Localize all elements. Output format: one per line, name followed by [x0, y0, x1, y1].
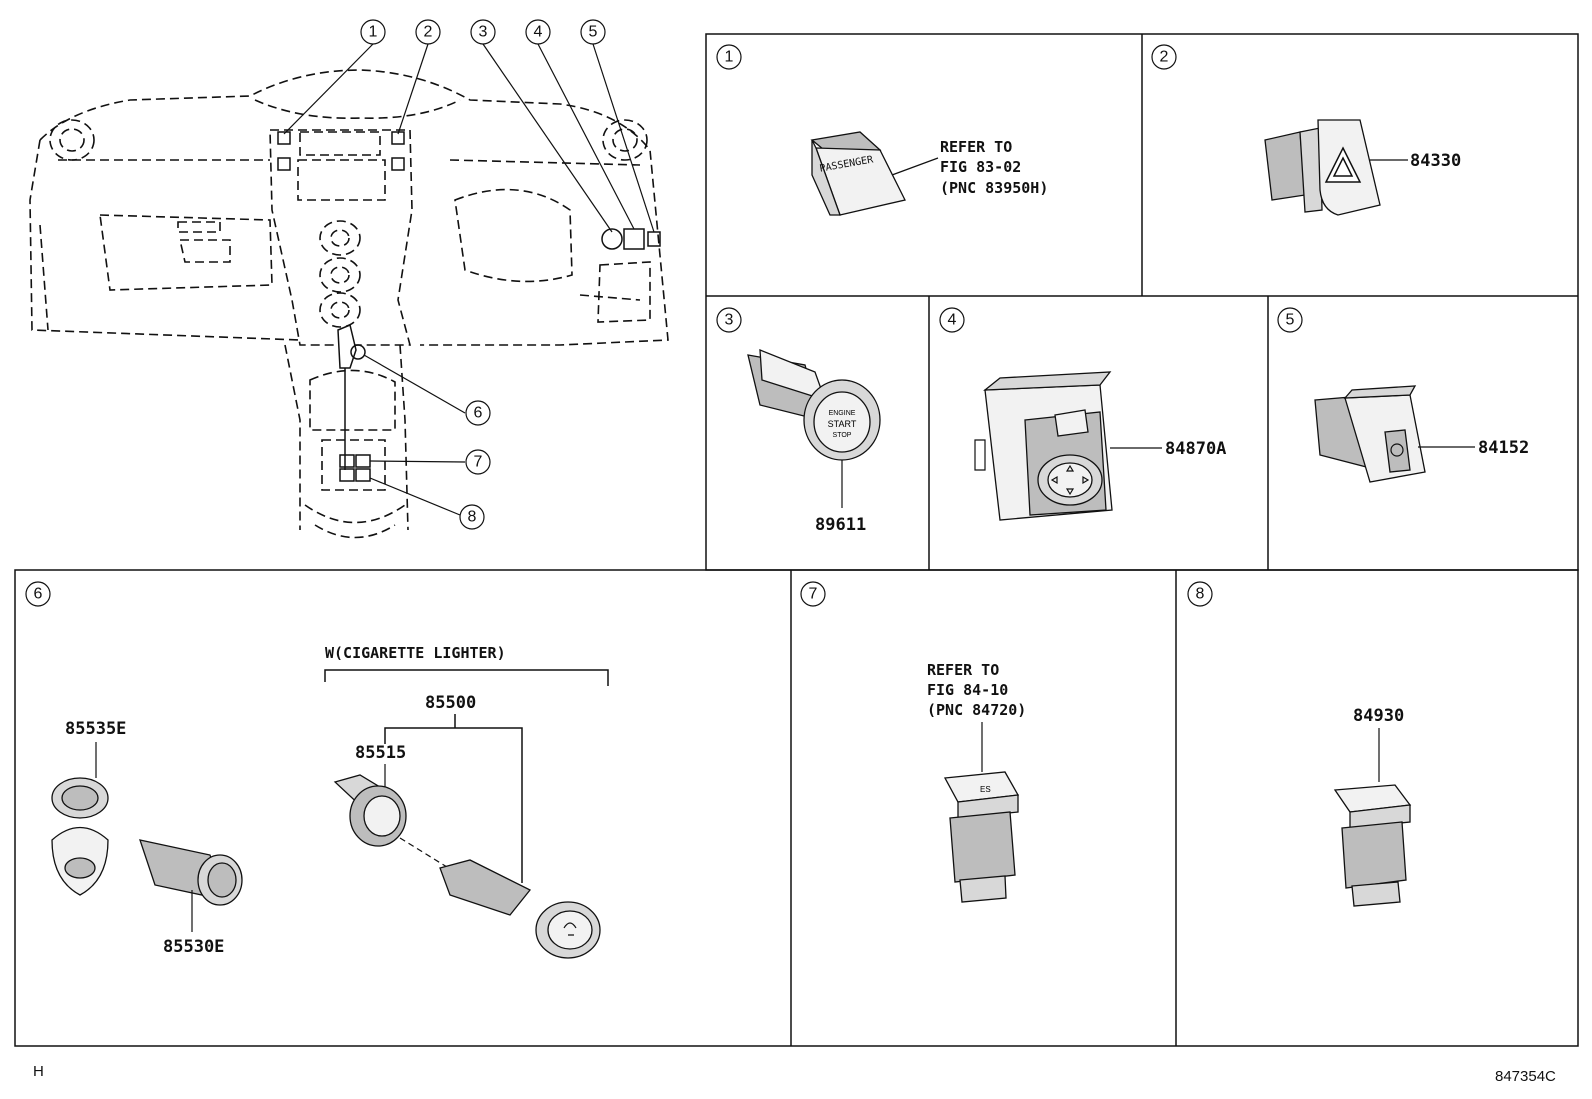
part-number-85530e: 85530E: [163, 937, 224, 957]
panel-4: 4 84870A: [939, 307, 1226, 521]
panel-2-number: 2: [1160, 49, 1169, 66]
hazard-warning-switch: [1264, 119, 1381, 216]
footer-left-code: H: [33, 1063, 44, 1080]
panel-3-number: 3: [725, 312, 734, 329]
panel-6: 6 W(CIGARETTE LIGHTER) 85535E 85530E 855…: [25, 581, 609, 959]
part-number-85515: 85515: [355, 743, 406, 763]
part-number-85500: 85500: [425, 693, 476, 713]
engine-start-switch: ENGINE START STOP: [747, 349, 881, 461]
panel-6-number: 6: [34, 586, 43, 603]
svg-text:8: 8: [468, 509, 477, 526]
panel-7-note-line-2: FIG 84-10: [927, 681, 1008, 699]
callout-3: 3: [470, 19, 496, 45]
panel-1-note-line-2: FIG 83-02: [940, 158, 1021, 176]
part-number-84152: 84152: [1478, 438, 1529, 458]
leveling-dial-icon: [1390, 443, 1404, 457]
callout-8: 8: [459, 504, 485, 530]
cigarette-lighter-group-label: W(CIGARETTE LIGHTER): [325, 644, 506, 662]
svg-text:1: 1: [369, 24, 378, 41]
panel-1-note-line-3: (PNC 83950H): [940, 179, 1048, 197]
svg-text:3: 3: [479, 24, 488, 41]
footer-figure-code: 847354C: [1495, 1068, 1556, 1085]
overview-leaders: [283, 43, 655, 516]
cigarette-lighter-plug: [439, 859, 601, 959]
svg-text:4: 4: [534, 24, 543, 41]
direction-arrows-icon: [1050, 464, 1090, 496]
callout-4: 4: [525, 19, 551, 45]
panel-2: 2 84330: [1151, 44, 1461, 216]
part-number-89611: 89611: [815, 515, 866, 535]
panel-5: 5 84152: [1277, 307, 1529, 483]
svg-text:7: 7: [474, 454, 483, 471]
switch-7-legend: ES: [980, 785, 991, 794]
lighter-icon: [563, 922, 577, 936]
panel-1-note-line-1: REFER TO: [940, 138, 1012, 156]
power-outlet-plug: [139, 839, 243, 906]
console-switch-7: ES: [943, 771, 1020, 903]
callout-5: 5: [580, 19, 606, 45]
headlight-leveling-switch: [1314, 385, 1426, 483]
panel-1: 1 PASSENGER REFER TO FIG 83-02 (PNC 8395…: [716, 44, 1048, 216]
part-number-85535e: 85535E: [65, 719, 126, 739]
callout-1: 1: [360, 19, 386, 45]
panel-7-number: 7: [809, 586, 818, 603]
part-number-84930: 84930: [1353, 706, 1404, 726]
power-outlet-socket: [51, 777, 109, 896]
panel-3: 3 ENGINE START STOP 89611: [716, 307, 881, 535]
svg-text:6: 6: [474, 405, 483, 422]
panel-8-number: 8: [1196, 586, 1205, 603]
overview-callouts: 1 2 3 4 5 6 7 8: [360, 19, 606, 530]
panel-7-note-line-1: REFER TO: [927, 661, 999, 679]
passenger-airbag-indicator-switch: PASSENGER: [810, 131, 906, 216]
callout-7: 7: [465, 449, 491, 475]
panel-4-number: 4: [948, 312, 957, 329]
console-switch-8: [1333, 784, 1412, 907]
cigarette-lighter-socket: [333, 774, 407, 847]
callout-2: 2: [415, 19, 441, 45]
panel-1-number: 1: [725, 49, 734, 66]
panel-borders: [14, 33, 1579, 1047]
callout-6: 6: [465, 400, 491, 426]
svg-text:5: 5: [589, 24, 598, 41]
start-button-line-2: START: [828, 419, 857, 429]
start-button-line-1: ENGINE: [829, 410, 856, 417]
part-number-84870a: 84870A: [1165, 439, 1226, 459]
svg-text:2: 2: [424, 24, 433, 41]
part-number-84330: 84330: [1410, 151, 1461, 171]
panel-7-note-line-3: (PNC 84720): [927, 701, 1026, 719]
panel-5-number: 5: [1286, 312, 1295, 329]
panel-7: 7 REFER TO FIG 84-10 (PNC 84720) ES: [800, 581, 1026, 903]
panel-8: 8 84930: [1187, 581, 1412, 907]
outer-mirror-switch: [974, 371, 1113, 521]
dashboard-overview: [29, 69, 669, 539]
start-button-line-3: STOP: [833, 432, 852, 439]
